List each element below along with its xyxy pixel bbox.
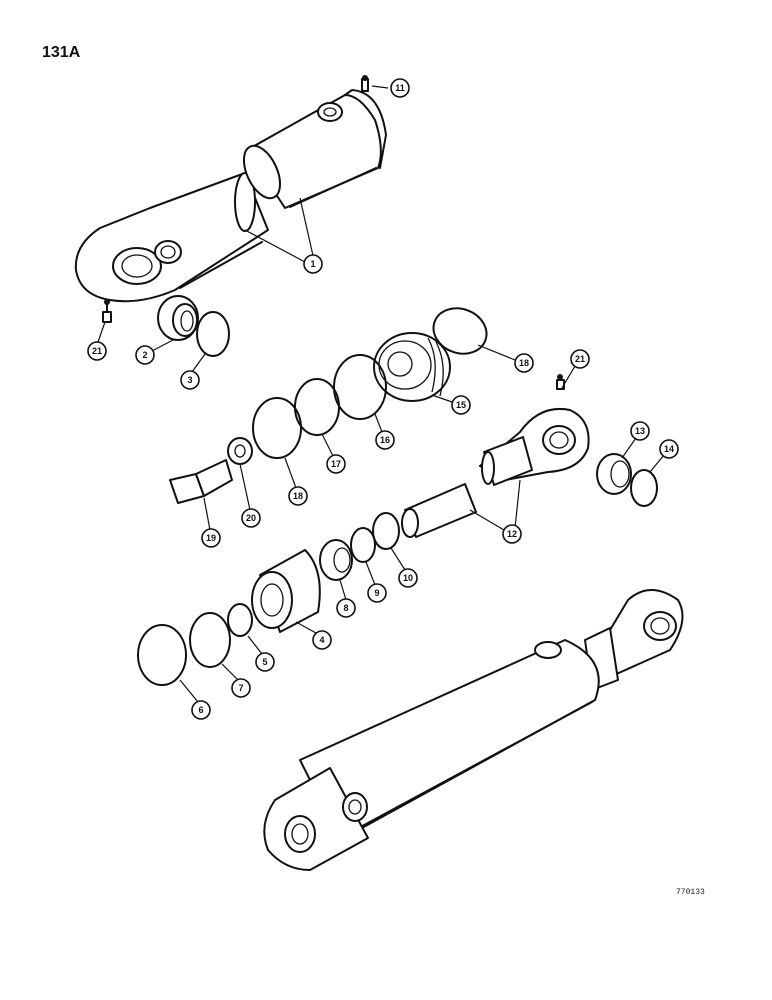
svg-text:7: 7	[238, 683, 243, 693]
bushing-part	[157, 295, 199, 341]
svg-text:21: 21	[92, 346, 102, 356]
callout-c9: 9	[367, 583, 387, 603]
rod-snap-ring-part	[630, 469, 658, 507]
callout-c21a: 21	[87, 341, 107, 361]
wear-ring-part	[252, 397, 302, 459]
callout-c5: 5	[255, 652, 275, 672]
svg-text:21: 21	[575, 354, 585, 364]
gland-o-ring-part	[137, 624, 187, 686]
callout-c21b: 21	[570, 349, 590, 369]
cylinder-tube-part	[74, 89, 387, 303]
page-label: 131A	[42, 44, 81, 61]
grease-fitting-part	[102, 299, 112, 323]
svg-text:5: 5	[262, 657, 267, 667]
callout-c7: 7	[231, 678, 251, 698]
callout-leaders	[97, 85, 665, 703]
washer-part	[227, 437, 253, 465]
rod-backup-part	[350, 527, 376, 563]
svg-text:17: 17	[331, 459, 341, 469]
piston-part	[373, 332, 451, 402]
piston-rod-part	[401, 408, 590, 538]
svg-text:1: 1	[310, 259, 315, 269]
callout-c12: 12	[502, 524, 522, 544]
callout-c13: 13	[630, 421, 650, 441]
bleed-screw-part	[361, 75, 369, 92]
svg-text:13: 13	[635, 426, 645, 436]
callout-c4: 4	[312, 630, 332, 650]
svg-text:18: 18	[293, 491, 303, 501]
snap-ring-part	[196, 311, 230, 357]
callout-c1: 1	[303, 254, 323, 274]
rod-bushing-part	[596, 453, 632, 495]
assembled-cylinder	[263, 589, 684, 871]
svg-text:19: 19	[206, 533, 216, 543]
svg-text:10: 10	[403, 573, 413, 583]
svg-text:8: 8	[343, 603, 348, 613]
callout-c6: 6	[191, 700, 211, 720]
callout-c10: 10	[398, 568, 418, 588]
svg-text:6: 6	[198, 705, 203, 715]
callout-c18b: 18	[288, 486, 308, 506]
gland-part	[251, 549, 321, 633]
reference-code: 770133	[676, 888, 705, 897]
callout-c18a: 18	[514, 353, 534, 373]
callout-c17: 17	[326, 454, 346, 474]
callout-c2: 2	[135, 345, 155, 365]
callout-c19: 19	[201, 528, 221, 548]
backup-ring-part	[189, 612, 231, 668]
svg-text:2: 2	[142, 350, 147, 360]
callout-c11: 11	[390, 78, 410, 98]
svg-text:16: 16	[380, 435, 390, 445]
rod-packing-part	[319, 539, 353, 581]
wear-ring-part	[432, 307, 488, 355]
callout-c15: 15	[451, 395, 471, 415]
callout-c8: 8	[336, 598, 356, 618]
svg-text:15: 15	[456, 400, 466, 410]
svg-text:12: 12	[507, 529, 517, 539]
piston-seal-part	[333, 354, 387, 420]
callout-c16: 16	[375, 430, 395, 450]
callout-c3: 3	[180, 370, 200, 390]
o-ring-part	[227, 603, 253, 637]
svg-text:18: 18	[519, 358, 529, 368]
svg-text:14: 14	[664, 444, 674, 454]
svg-text:20: 20	[246, 513, 256, 523]
bolt-part	[169, 459, 233, 504]
svg-text:3: 3	[187, 375, 192, 385]
callout-c20: 20	[241, 508, 261, 528]
svg-text:9: 9	[374, 588, 379, 598]
rod-wiper-part	[372, 512, 400, 550]
svg-text:11: 11	[395, 83, 405, 93]
callout-c14: 14	[659, 439, 679, 459]
svg-text:4: 4	[319, 635, 324, 645]
